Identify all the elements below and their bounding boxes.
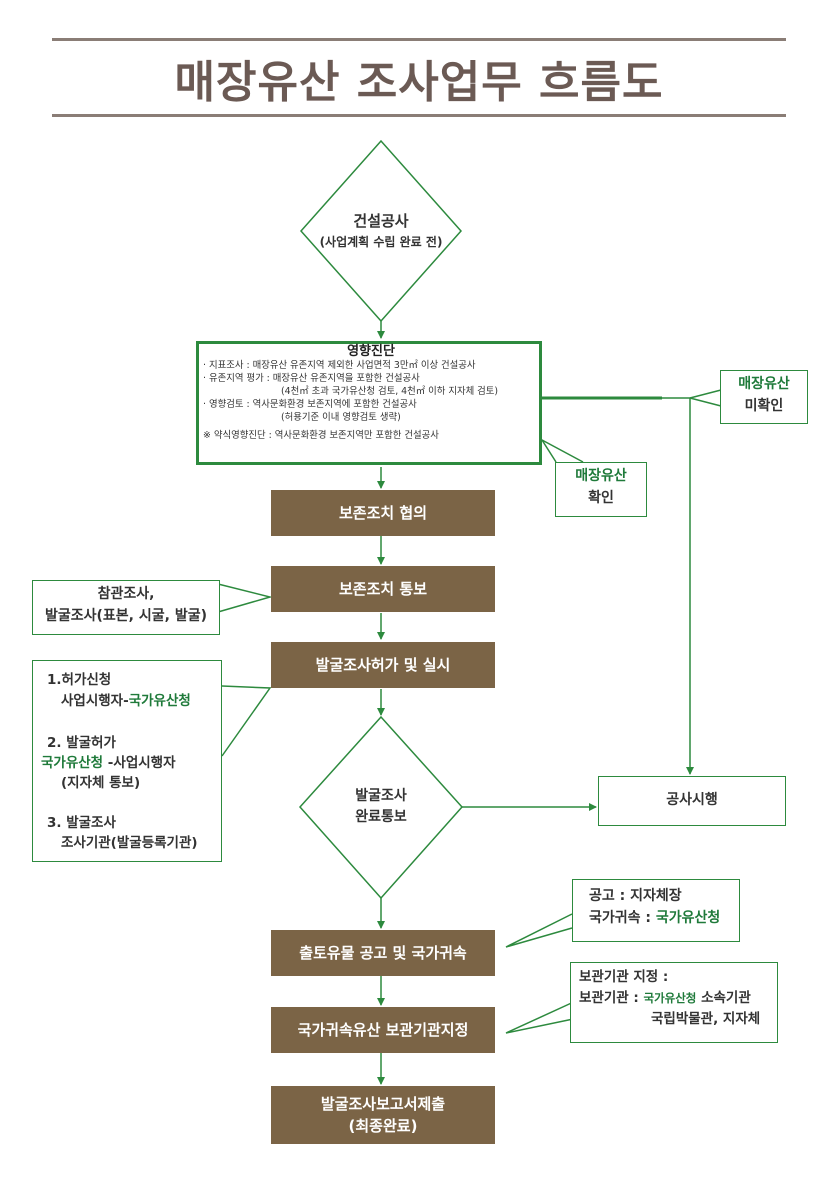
impact-line-2: · 유존지역 평가 : 매장유산 유존지역을 포함한 건설공사 (203, 373, 420, 384)
impact-line-1: · 지표조사 : 매장유산 유존지역 제외한 사업면적 3만㎡ 이상 건설공사 (203, 360, 476, 371)
storage-line-2: 보관기관 : 국가유산청 소속기관 (579, 988, 777, 1009)
impact-diagnosis-box: 영향진단 · 지표조사 : 매장유산 유존지역 제외한 사업면적 3만㎡ 이상 … (196, 341, 542, 465)
impact-line-5: (허용기준 이내 영향검토 생략) (281, 412, 401, 423)
public-notice-line-2-a: 국가귀속 : (589, 909, 656, 926)
public-notice-line-2: 국가귀속 : 국가유산청 (589, 908, 739, 930)
permit-step-2-note: (지자체 통보) (61, 775, 141, 791)
permit-step-3: 3. 발굴조사 (47, 815, 116, 831)
confirmed-line-2: 확인 (588, 489, 614, 506)
step-notify: 보존조치 통보 (271, 566, 495, 612)
impact-line-3: (4천㎡ 초과 국가유산청 검토, 4천㎡ 이하 지자체 검토) (281, 386, 499, 397)
start-subtitle: (사업계획 수립 완료 전) (319, 234, 443, 249)
step-permit: 발굴조사허가 및 실시 (271, 642, 495, 688)
step-report-line-2: (최종완료) (348, 1117, 418, 1135)
permit-step-1-detail: 사업시행자-국가유산청 (61, 692, 191, 712)
permit-process-callout: 1.허가신청 사업시행자-국가유산청 2. 발굴허가 국가유산청 -사업시행자 … (32, 660, 222, 862)
step-report: 발굴조사보고서제출 (최종완료) (271, 1086, 495, 1144)
survey-types-callout: 참관조사, 발굴조사(표본, 시굴, 발굴) (32, 580, 220, 635)
confirmed-callout: 매장유산 확인 (555, 462, 647, 517)
complete-diamond-label: 발굴조사 완료통보 (300, 786, 462, 828)
complete-line-2: 완료통보 (355, 809, 407, 825)
storage-line-1: 보관기관 지정 : (579, 969, 669, 985)
storage-line-2-b: 국가유산청 (643, 990, 697, 1005)
construction-box: 공사시행 (598, 776, 786, 826)
start-diamond-label: 건설공사 (사업계획 수립 완료 전) (301, 210, 461, 251)
permit-step-1-a: 사업시행자- (61, 693, 129, 709)
step-storage-a: 국가귀속유산 (297, 1020, 381, 1039)
start-title: 건설공사 (353, 212, 409, 230)
permit-step-2: 2. 발굴허가 (47, 735, 116, 751)
permit-step-2-b: -사업시행자 (103, 755, 176, 771)
step-storage-b: 보관기관지정 (385, 1020, 469, 1039)
public-notice-line-1: 공고 : 지자체장 (589, 888, 682, 904)
confirmed-line-1: 매장유산 (575, 468, 627, 484)
step-report-line-1: 발굴조사보고서제출 (320, 1094, 446, 1113)
step-storage: 국가귀속유산 보관기관지정 (271, 1007, 495, 1053)
permit-step-1-b: 국가유산청 (128, 693, 191, 709)
unconfirmed-line-2: 미확인 (744, 397, 784, 414)
unconfirmed-line-1: 매장유산 (738, 376, 790, 392)
storage-line-2-a: 보관기관 : (579, 989, 644, 1006)
storage-line-2-c: 소속기관 (696, 989, 751, 1006)
complete-line-1: 발굴조사 (355, 788, 407, 804)
unconfirmed-callout: 매장유산 미확인 (720, 370, 808, 424)
page-title: 매장유산 조사업무 흐름도 (174, 57, 664, 108)
step-consult: 보존조치 협의 (271, 490, 495, 536)
bottom-rule (52, 114, 786, 117)
permit-step-2-detail: 국가유산청 -사업시행자 (41, 754, 176, 774)
storage-designation-callout: 보관기관 지정 : 보관기관 : 국가유산청 소속기관 국립박물관, 지자체 (570, 962, 778, 1043)
permit-step-1: 1.허가신청 (47, 672, 112, 688)
storage-line-3: 국립박물관, 지자체 (651, 1010, 761, 1027)
step-notice: 출토유물 공고 및 국가귀속 (271, 930, 495, 976)
impact-title: 영향진단 (347, 344, 395, 359)
survey-line-2: 발굴조사(표본, 시굴, 발굴) (45, 607, 207, 624)
public-notice-line-2-b: 국가유산청 (655, 909, 721, 926)
survey-line-1: 참관조사, (97, 586, 155, 602)
impact-line-6: ※ 약식영향진단 : 역사문화환경 보존지역만 포함한 건설공사 (203, 430, 439, 441)
public-notice-callout: 공고 : 지자체장 국가귀속 : 국가유산청 (572, 879, 740, 942)
permit-step-2-a: 국가유산청 (41, 755, 104, 771)
top-rule (52, 38, 786, 41)
impact-line-4: · 영향검토 : 역사문화환경 보존지역에 포함한 건설공사 (203, 399, 417, 410)
permit-step-3-detail: 조사기관(발굴등록기관) (61, 835, 198, 851)
